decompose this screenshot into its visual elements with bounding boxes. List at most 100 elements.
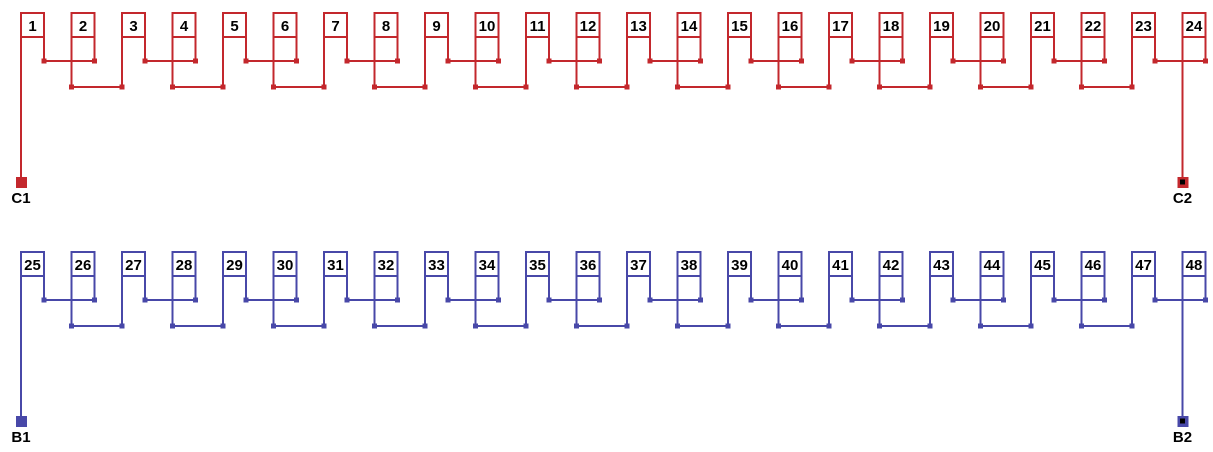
junction-dot bbox=[142, 297, 148, 303]
slot-label: 12 bbox=[580, 18, 597, 35]
junction-dot bbox=[1001, 297, 1006, 303]
terminal-start-marker bbox=[16, 416, 27, 427]
junction-dot bbox=[546, 297, 552, 303]
junction-dot bbox=[799, 58, 804, 64]
slot-box bbox=[1030, 251, 1055, 277]
junction-dot bbox=[344, 58, 350, 64]
slot-label: 20 bbox=[984, 18, 1001, 35]
slot-box bbox=[1181, 12, 1207, 38]
slot-label: 42 bbox=[883, 257, 900, 274]
slot-label: 11 bbox=[530, 18, 546, 35]
slot-label: 37 bbox=[630, 257, 647, 274]
slot-box bbox=[575, 12, 601, 38]
slot-label: 39 bbox=[731, 257, 748, 274]
slot-box bbox=[777, 251, 803, 277]
junction-dot bbox=[1102, 297, 1107, 303]
slot-label: 41 bbox=[832, 257, 849, 274]
junction-dot bbox=[1152, 58, 1158, 64]
junction-dot bbox=[900, 297, 905, 303]
junction-dot bbox=[294, 58, 299, 64]
slot-label: 43 bbox=[933, 257, 950, 274]
terminal-end-dot bbox=[1180, 179, 1185, 185]
junction-dot bbox=[748, 58, 754, 64]
slot-box bbox=[777, 12, 803, 38]
slot-box bbox=[20, 251, 45, 277]
junction-dot bbox=[1203, 297, 1208, 303]
slot-label: 10 bbox=[479, 18, 496, 35]
slot-box bbox=[676, 251, 702, 277]
slot-label: 28 bbox=[176, 257, 193, 274]
terminal-end-label: B2 bbox=[1173, 429, 1192, 446]
junction-dot bbox=[900, 58, 905, 64]
slot-label: 25 bbox=[24, 257, 41, 274]
slot-box bbox=[70, 251, 96, 277]
slot-box bbox=[70, 12, 96, 38]
junction-dot bbox=[849, 297, 855, 303]
slot-label: 34 bbox=[479, 257, 496, 274]
slot-box bbox=[929, 251, 954, 277]
slot-label: 33 bbox=[428, 257, 445, 274]
slot-box bbox=[525, 251, 550, 277]
slot-box bbox=[727, 12, 752, 38]
terminal-end-dot bbox=[1180, 418, 1185, 424]
junction-dot bbox=[546, 58, 552, 64]
slot-box bbox=[1131, 251, 1156, 277]
junction-dot bbox=[950, 58, 956, 64]
junction-dot bbox=[799, 297, 804, 303]
slot-label: 17 bbox=[832, 18, 849, 35]
junction-dot bbox=[496, 297, 501, 303]
slot-label: 24 bbox=[1186, 18, 1203, 35]
slot-box bbox=[171, 251, 197, 277]
slot-label: 18 bbox=[883, 18, 900, 35]
junction-dot bbox=[445, 58, 451, 64]
terminal-start-marker bbox=[16, 177, 27, 188]
junction-dot bbox=[41, 58, 47, 64]
slot-label: 15 bbox=[731, 18, 748, 35]
terminal-end-label: C2 bbox=[1173, 190, 1192, 207]
slot-label: 32 bbox=[378, 257, 395, 274]
junction-dot bbox=[193, 58, 198, 64]
slot-box bbox=[323, 12, 348, 38]
slot-label: 45 bbox=[1034, 257, 1051, 274]
slot-label: 14 bbox=[681, 18, 698, 35]
slot-box bbox=[979, 251, 1005, 277]
slot-box bbox=[1131, 12, 1156, 38]
junction-dot bbox=[1203, 58, 1208, 64]
terminal-start-label: C1 bbox=[11, 190, 30, 207]
slot-label: 21 bbox=[1034, 18, 1051, 35]
slot-box bbox=[979, 12, 1005, 38]
slot-label: 13 bbox=[630, 18, 647, 35]
slot-label: 40 bbox=[782, 257, 799, 274]
slot-box bbox=[373, 251, 399, 277]
slot-label: 29 bbox=[226, 257, 243, 274]
slot-box bbox=[828, 12, 853, 38]
slot-label: 16 bbox=[782, 18, 799, 35]
junction-dot bbox=[1102, 58, 1107, 64]
junction-dot bbox=[193, 297, 198, 303]
slot-box bbox=[878, 12, 904, 38]
slot-box bbox=[20, 12, 45, 38]
slot-box bbox=[121, 251, 146, 277]
junction-dot bbox=[142, 58, 148, 64]
slot-box bbox=[626, 251, 651, 277]
junction-dot bbox=[1001, 58, 1006, 64]
junction-dot bbox=[344, 297, 350, 303]
slot-box bbox=[828, 251, 853, 277]
junction-dot bbox=[748, 297, 754, 303]
slot-label: 9 bbox=[432, 18, 440, 35]
slot-label: 44 bbox=[984, 257, 1001, 274]
junction-dot bbox=[597, 297, 602, 303]
junction-dot bbox=[1051, 58, 1057, 64]
junction-dot bbox=[647, 58, 653, 64]
junction-dot bbox=[849, 58, 855, 64]
slot-box bbox=[1080, 251, 1106, 277]
slot-box bbox=[929, 12, 954, 38]
slot-label: 3 bbox=[129, 18, 137, 35]
slot-label: 23 bbox=[1135, 18, 1152, 35]
junction-dot bbox=[92, 58, 97, 64]
junction-dot bbox=[92, 297, 97, 303]
slot-box bbox=[323, 251, 348, 277]
